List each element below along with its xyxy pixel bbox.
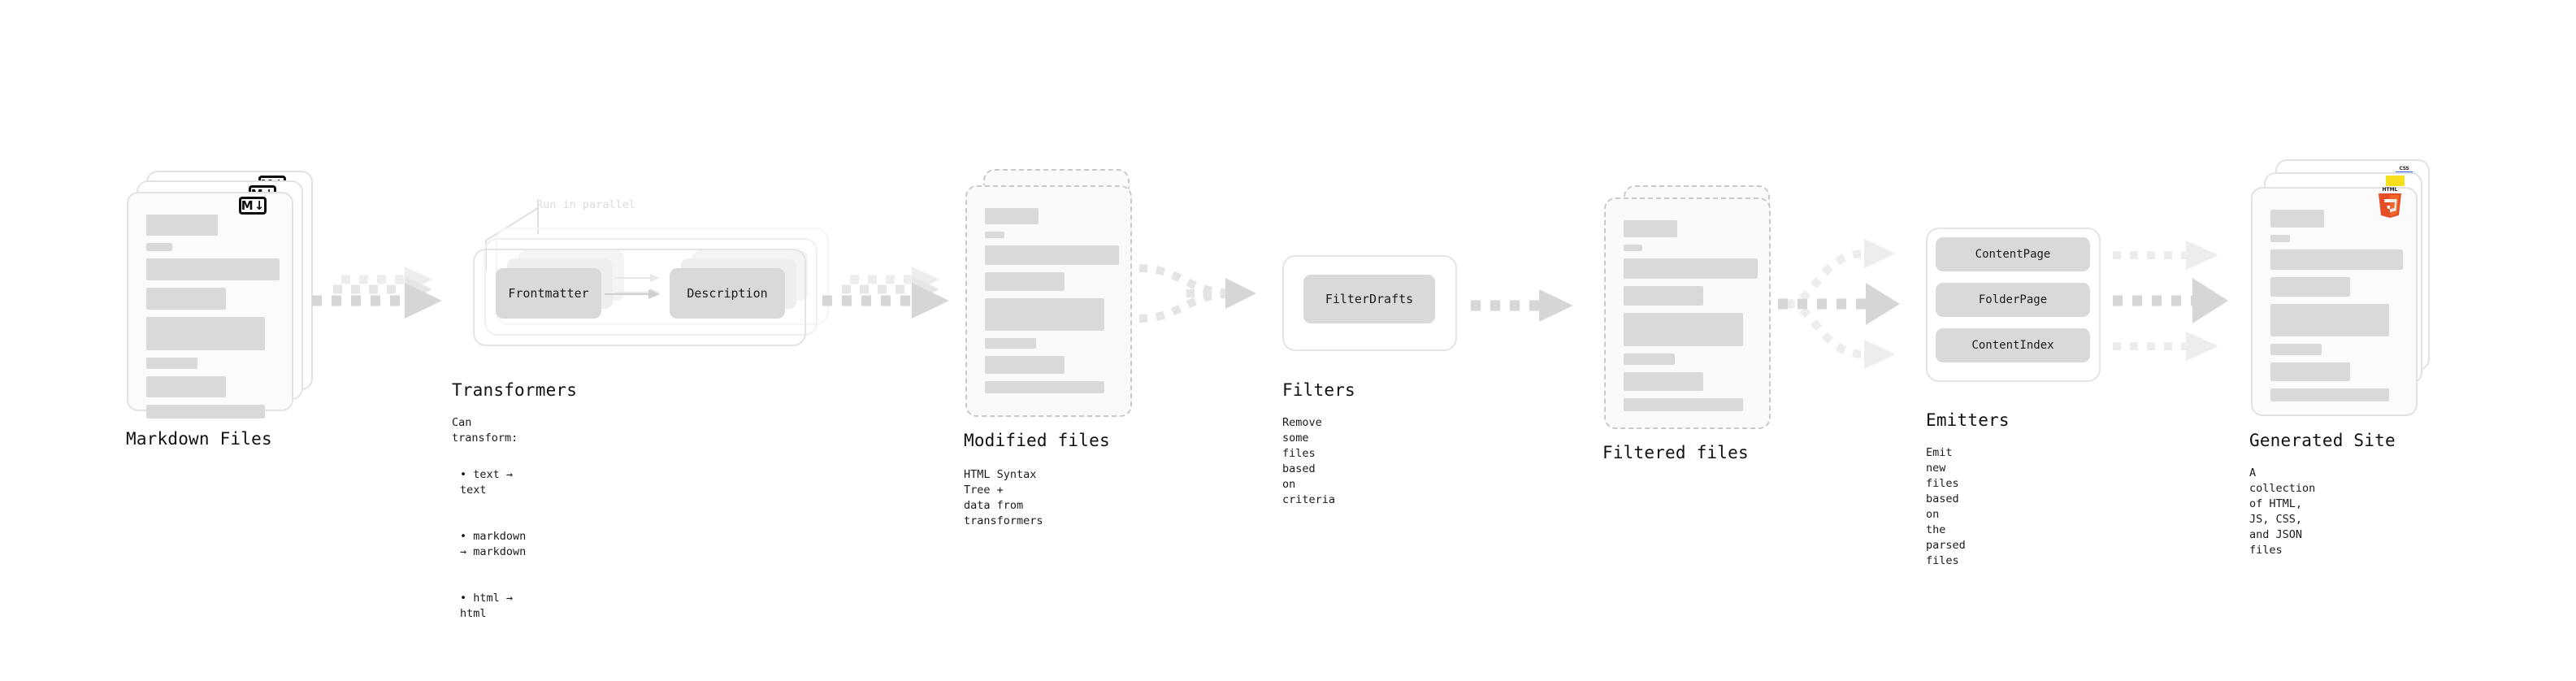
placeholder-bar — [146, 288, 226, 310]
bullet-text: markdown → markdown — [460, 530, 527, 558]
js-logo — [2386, 176, 2405, 186]
site-card-bars — [2270, 210, 2403, 409]
transformers-group-back-1 — [484, 238, 817, 336]
placeholder-bar — [1624, 372, 1703, 391]
stage-title-markdown-files: Markdown Files — [126, 429, 272, 449]
placeholder-bar — [1624, 286, 1703, 306]
stage-subtitle-filters: Remove some files based on criteria — [1282, 416, 1336, 506]
placeholder-bar — [1624, 398, 1743, 411]
emitter-chip-folderpage[interactable]: FolderPage — [1936, 283, 2090, 317]
transformers-bullet-item: • html → html — [460, 575, 526, 622]
modified-card-front — [965, 185, 1132, 417]
placeholder-bar — [2270, 304, 2389, 336]
filtered-card-bars — [1624, 220, 1758, 419]
placeholder-bar — [1624, 245, 1642, 251]
transformers-group-front — [473, 249, 806, 346]
stage-subtitle-emitters: Emit new files based on the parsed files — [1926, 446, 1966, 567]
site-card-front — [2251, 187, 2418, 416]
placeholder-bar — [146, 376, 226, 397]
stage-title-transformers: Transformers — [452, 380, 578, 400]
placeholder-bar — [146, 358, 197, 369]
placeholder-bar — [985, 245, 1119, 265]
stage-title-modified-files: Modified files — [964, 431, 1110, 450]
placeholder-bar — [146, 317, 265, 350]
markdown-logo-front: M↓ — [239, 197, 267, 215]
placeholder-bar — [146, 243, 172, 251]
connector-emitters-to-site — [2113, 241, 2228, 361]
placeholder-bar — [985, 232, 1004, 238]
bullet-text: text → text — [460, 468, 514, 497]
placeholder-bar — [985, 356, 1065, 374]
transformers-bullet-item: • markdown → markdown — [460, 514, 526, 560]
placeholder-bar — [985, 381, 1104, 393]
emitter-chip-label: ContentIndex — [1971, 339, 2054, 352]
bullet-glyph: • — [460, 592, 474, 605]
placeholder-bar — [146, 405, 265, 419]
placeholder-bar — [985, 298, 1104, 331]
placeholder-bar — [2270, 362, 2350, 381]
placeholder-bar — [985, 272, 1065, 291]
connector-modified-to-filters — [1138, 264, 1256, 323]
stage-title-filters: Filters — [1282, 380, 1355, 400]
markdown-card-bars — [146, 215, 280, 426]
run-in-parallel-bracket — [485, 200, 539, 271]
bullet-glyph: • — [460, 530, 474, 543]
placeholder-bar — [146, 215, 218, 236]
stage-title-emitters: Emitters — [1926, 410, 2010, 430]
connector-filters-to-filtered — [1471, 289, 1573, 322]
placeholder-bar — [1624, 354, 1675, 365]
placeholder-bar — [985, 208, 1039, 224]
transformers-bullet-list: • text → text • markdown → markdown • ht… — [460, 436, 526, 637]
transformer-arrow-frontmatter-to-description — [605, 289, 660, 299]
run-in-parallel-label: Run in parallel — [536, 198, 635, 211]
filter-chip-label: FilterDrafts — [1325, 292, 1414, 306]
placeholder-bar — [2270, 277, 2350, 297]
filtered-card-front — [1604, 197, 1771, 429]
stage-subtitle-transformers: Can transform: — [452, 416, 518, 445]
html5-logo: HTML — [2379, 187, 2401, 218]
css-logo-label: CSS — [2399, 166, 2409, 171]
svg-text:HTML: HTML — [2383, 187, 2398, 193]
connector-markdown-to-transformers — [312, 267, 442, 319]
markdown-logo-arrow: ↓ — [254, 197, 265, 213]
modified-card-bars — [985, 208, 1119, 401]
transformer-chip-label: Frontmatter — [508, 286, 589, 301]
transformer-chip-frontmatter[interactable]: Frontmatter — [496, 268, 601, 319]
emitters-group — [1926, 228, 2101, 382]
markdown-card-front — [127, 192, 293, 419]
markdown-logo-letter: M — [241, 197, 254, 213]
emitter-chip-label: FolderPage — [1978, 293, 2048, 306]
filters-group — [1282, 255, 1457, 351]
stage-title-generated-site: Generated Site — [2249, 431, 2396, 450]
placeholder-bar — [2270, 344, 2322, 355]
emitter-chip-contentindex[interactable]: ContentIndex — [1936, 328, 2090, 362]
placeholder-bar — [985, 338, 1036, 349]
transformer-chip-label: Description — [687, 286, 768, 301]
placeholder-bar — [1624, 220, 1677, 237]
placeholder-bar — [2270, 388, 2389, 401]
transformers-bullet-item: • text → text — [460, 452, 526, 498]
placeholder-bar — [2270, 249, 2403, 270]
connector-filtered-to-emitters — [1778, 239, 1900, 369]
stage-title-filtered-files: Filtered files — [1602, 443, 1749, 462]
stage-subtitle-modified-files: HTML Syntax Tree + data from transformer… — [964, 468, 1043, 527]
emitter-chip-label: ContentPage — [1975, 248, 2051, 261]
placeholder-bar — [2270, 210, 2324, 228]
emitter-chip-contentpage[interactable]: ContentPage — [1936, 237, 2090, 271]
placeholder-bar — [1624, 258, 1758, 279]
connector-transformers-to-modified — [822, 267, 949, 319]
bullet-text: html → html — [460, 592, 514, 620]
bullet-glyph: • — [460, 468, 474, 481]
placeholder-bar — [1624, 313, 1743, 346]
transformer-chip-description[interactable]: Description — [670, 268, 785, 319]
placeholder-bar — [146, 258, 280, 280]
placeholder-bar — [2270, 235, 2290, 242]
filter-chip-filterdrafts[interactable]: FilterDrafts — [1303, 275, 1435, 323]
stage-subtitle-generated-site: A collection of HTML, JS, CSS, and JSON … — [2249, 466, 2316, 557]
